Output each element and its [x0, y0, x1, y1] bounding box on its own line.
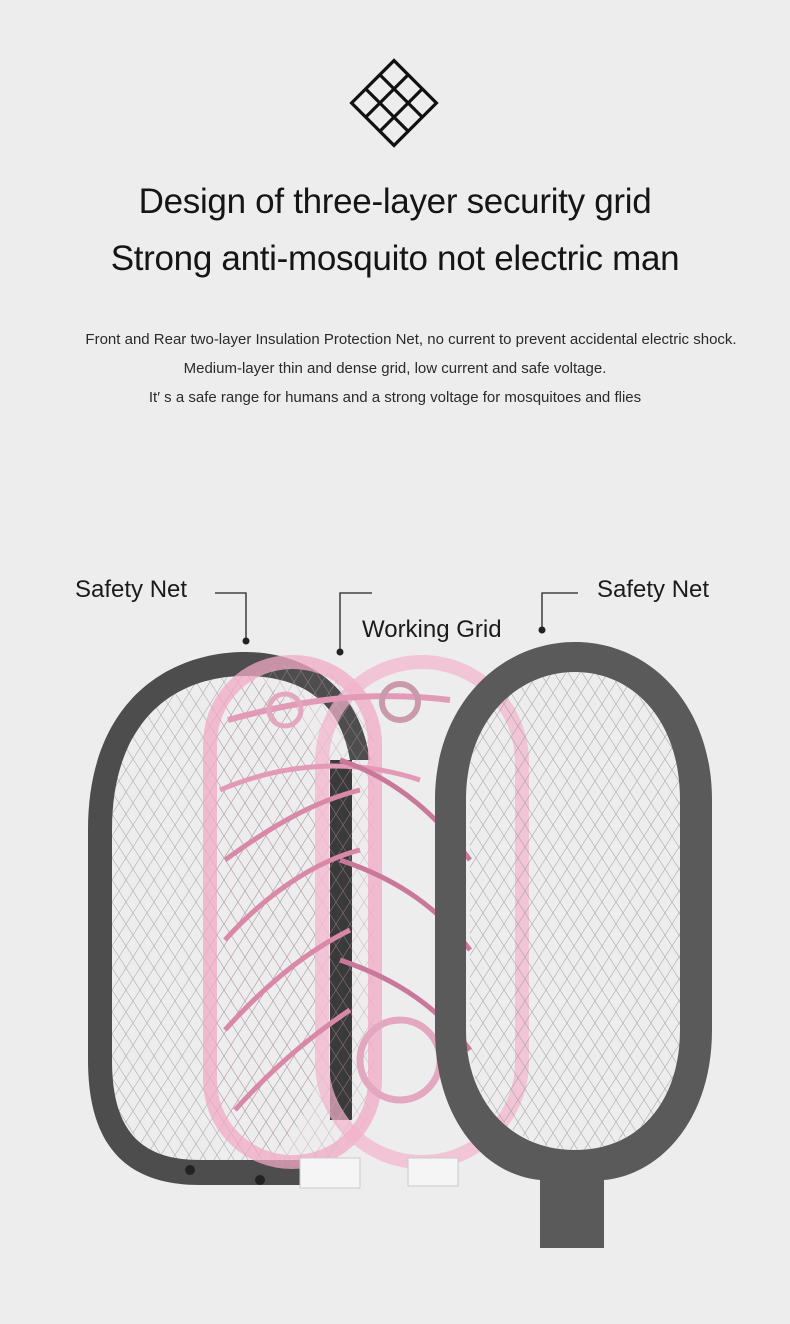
page-title: Design of three-layer security grid — [138, 182, 652, 221]
description-line-1: Front and Rear two-layer Insulation Prot… — [85, 331, 737, 348]
safety-net-right-label: Safety Net — [597, 576, 710, 603]
working-grid-label: Working Grid — [362, 616, 502, 643]
description-line-3: It′ s a safe range for humans and a stro… — [148, 389, 642, 406]
diamond-grid-icon — [349, 58, 439, 148]
right-safety-net — [435, 642, 712, 1248]
page-subtitle: Strong anti-mosquito not electric man — [110, 239, 680, 278]
working-grid — [203, 655, 529, 1189]
description-line-2: Medium-layer thin and dense grid, low cu… — [183, 360, 607, 377]
safety-net-left-label: Safety Net — [75, 576, 188, 603]
